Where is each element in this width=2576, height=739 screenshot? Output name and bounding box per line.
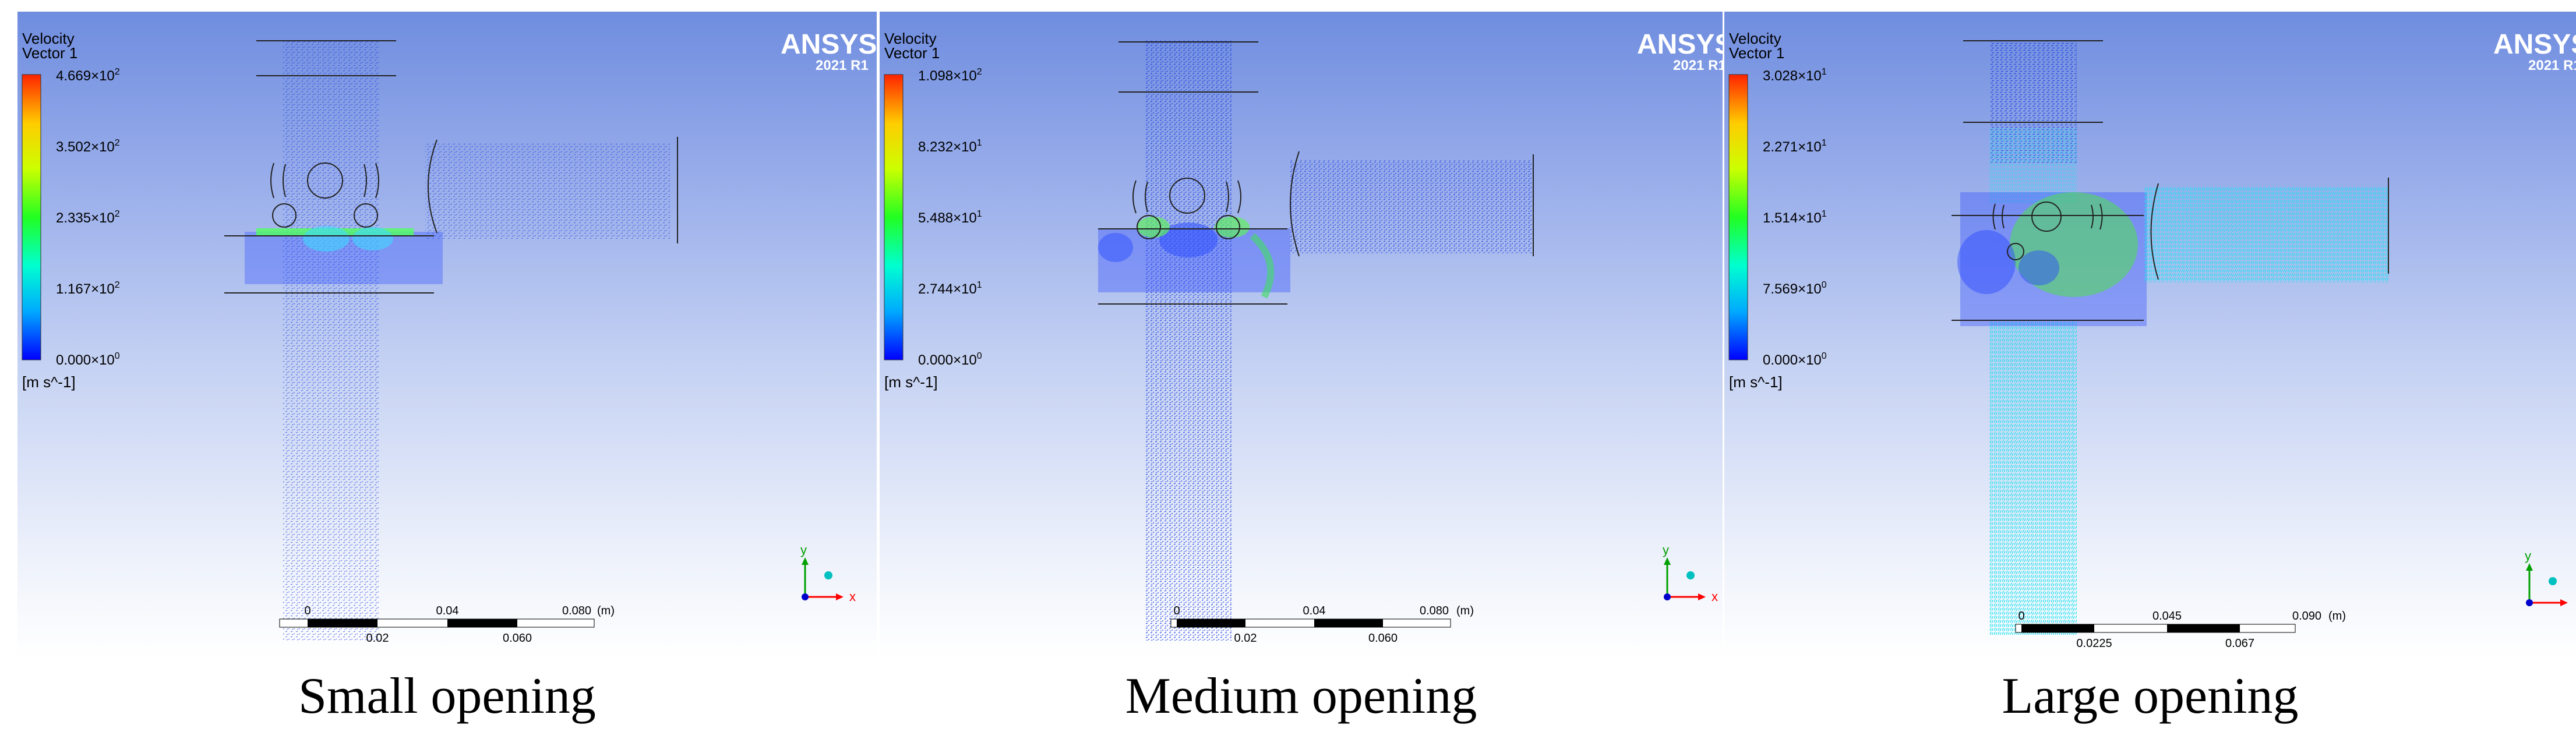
legend-unit: [m s^-1] <box>22 373 76 391</box>
svg-text:0.0225: 0.0225 <box>2076 637 2112 650</box>
svg-text:0.080: 0.080 <box>562 604 591 617</box>
axis-y-label: y <box>800 543 807 557</box>
axis-x-label: x <box>849 589 856 604</box>
scale-bar: 0 0.04 0.080 (m) 0.02 0.060 <box>1170 604 1474 645</box>
ansys-logo: ANSYS <box>781 29 877 60</box>
caption-medium-opening: Medium opening <box>1125 668 1477 724</box>
svg-text:0.04: 0.04 <box>1303 604 1326 617</box>
svg-text:3.502×102: 3.502×102 <box>56 138 120 155</box>
svg-text:0.000×100: 0.000×100 <box>918 351 982 368</box>
cfd-viewport: Velocity Vector 1 3.028×101 2.271×101 1.… <box>1728 29 2576 650</box>
panel-large-opening: Velocity Vector 1 3.028×101 2.271×101 1.… <box>1724 12 2576 658</box>
svg-text:5.488×101: 5.488×101 <box>918 209 982 226</box>
legend-variable: Velocity <box>884 30 937 47</box>
legend-variable: Velocity <box>1729 30 1781 47</box>
svg-text:8.232×101: 8.232×101 <box>918 138 982 155</box>
svg-text:0: 0 <box>304 604 310 617</box>
legend-unit: [m s^-1] <box>1729 373 1783 391</box>
svg-text:(m): (m) <box>2328 610 2346 623</box>
axis-triad: x y <box>1663 543 1718 604</box>
legend-vector: Vector 1 <box>22 44 77 62</box>
panel-small-opening: Velocity Vector 1 4.669×102 3.502×102 2.… <box>17 12 877 658</box>
svg-text:4.669×102: 4.669×102 <box>56 67 120 84</box>
ansys-logo: ANSYS <box>1637 29 1723 60</box>
svg-text:0.02: 0.02 <box>366 632 389 645</box>
legend-variable: Velocity <box>22 30 75 47</box>
ansys-version: 2021 R1 <box>816 58 869 73</box>
flow-geometry <box>1098 41 1534 641</box>
legend-vector: Vector 1 <box>1729 44 1784 62</box>
caption-small-opening: Small opening <box>298 668 596 724</box>
panel-medium-opening: Velocity Vector 1 1.098×102 8.232×101 5.… <box>880 12 1723 658</box>
axis-triad: x y <box>800 543 856 604</box>
cfd-viewport: Velocity Vector 1 4.669×102 3.502×102 2.… <box>22 29 877 645</box>
svg-text:3.028×101: 3.028×101 <box>1763 67 1827 84</box>
svg-text:0.000×100: 0.000×100 <box>1763 351 1827 368</box>
axis-y-label: y <box>1663 543 1669 557</box>
svg-text:0.060: 0.060 <box>503 632 532 645</box>
svg-text:(m): (m) <box>1456 604 1474 617</box>
ansys-logo: ANSYS <box>2493 29 2576 60</box>
svg-text:0: 0 <box>2018 610 2024 623</box>
legend-vector: Vector 1 <box>884 44 940 62</box>
caption-large-opening: Large opening <box>2002 668 2299 724</box>
svg-text:0: 0 <box>1173 604 1180 617</box>
cfd-viewport: Velocity Vector 1 1.098×102 8.232×101 5.… <box>884 29 1723 645</box>
legend-colorbar <box>884 74 904 360</box>
svg-text:2.271×101: 2.271×101 <box>1763 138 1827 155</box>
svg-text:(m): (m) <box>597 604 615 617</box>
svg-text:1.167×102: 1.167×102 <box>56 280 120 297</box>
svg-text:0.067: 0.067 <box>2225 637 2254 650</box>
svg-text:0.080: 0.080 <box>1420 604 1449 617</box>
ansys-version: 2021 R1 <box>2528 58 2576 73</box>
legend-ticks: 4.669×102 3.502×102 2.335×102 1.167×102 … <box>56 67 120 368</box>
legend-colorbar <box>22 74 41 360</box>
svg-text:0.045: 0.045 <box>2152 610 2182 623</box>
svg-text:0.060: 0.060 <box>1368 632 1398 645</box>
svg-text:1.098×102: 1.098×102 <box>918 67 982 84</box>
svg-text:0.090: 0.090 <box>2292 610 2321 623</box>
svg-text:0.000×100: 0.000×100 <box>56 351 120 368</box>
svg-text:7.569×100: 7.569×100 <box>1763 280 1827 297</box>
svg-text:0.02: 0.02 <box>1234 632 1257 645</box>
legend-unit: [m s^-1] <box>884 373 938 391</box>
flow-geometry <box>224 40 678 641</box>
svg-text:2.744×101: 2.744×101 <box>918 280 982 297</box>
axis-y-label: y <box>2525 549 2531 563</box>
scale-bar: 0 0.04 0.080 (m) 0.02 0.060 <box>279 604 615 645</box>
svg-text:2.335×102: 2.335×102 <box>56 209 120 226</box>
ansys-version: 2021 R1 <box>1673 58 1723 73</box>
legend-ticks: 3.028×101 2.271×101 1.514×101 7.569×100 … <box>1763 67 1827 368</box>
axis-x-label: x <box>1712 589 1718 604</box>
flow-geometry <box>1952 40 2389 635</box>
scale-bar: 0 0.045 0.090 (m) 0.0225 0.067 <box>2015 610 2346 650</box>
legend-ticks: 1.098×102 8.232×101 5.488×101 2.744×101 … <box>918 67 982 368</box>
svg-text:0.04: 0.04 <box>436 604 459 617</box>
axis-triad: y <box>2525 549 2568 606</box>
svg-text:1.514×101: 1.514×101 <box>1763 209 1827 226</box>
legend-colorbar <box>1728 74 1748 360</box>
